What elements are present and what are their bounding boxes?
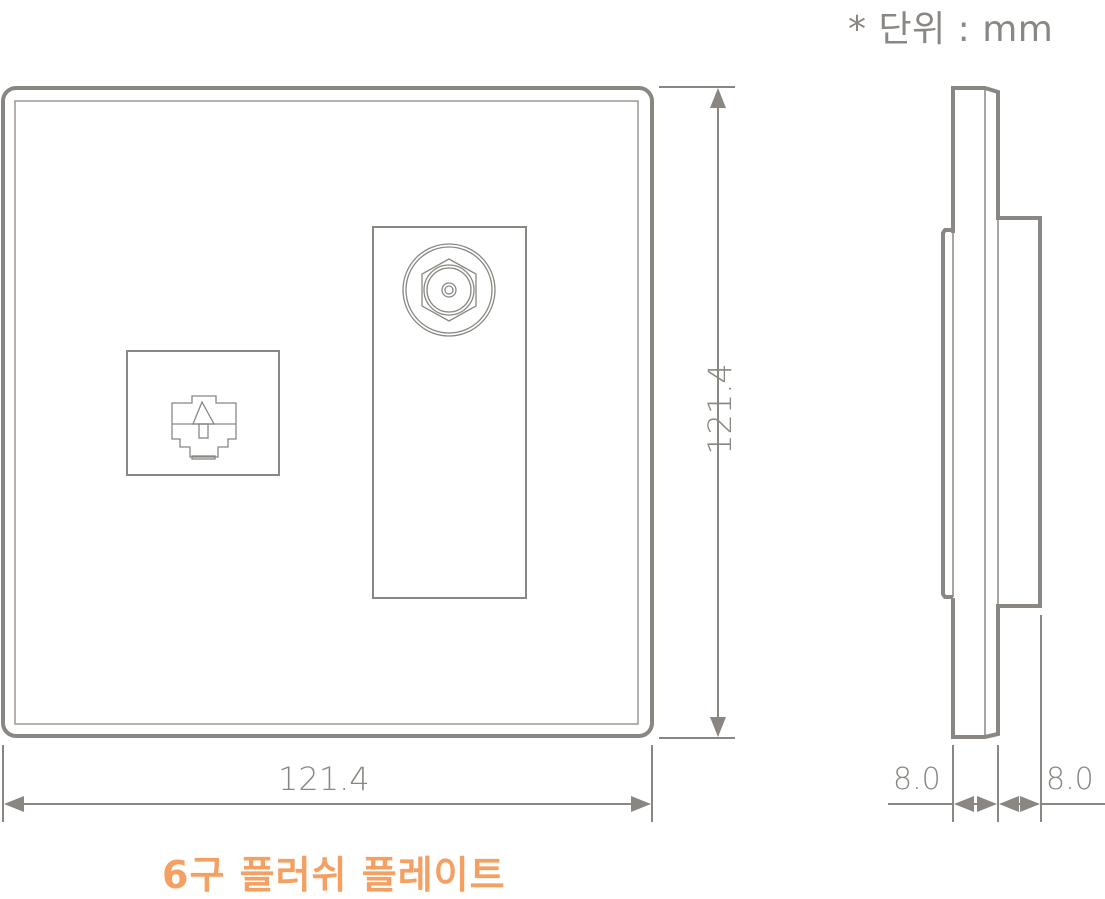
ethernet-port-icon — [171, 395, 237, 460]
plate-outer-frame — [1, 86, 654, 738]
coax-connector-icon — [402, 243, 496, 337]
unit-note: * 단위 : mm — [848, 9, 1054, 50]
width-dimension-label: 121.4 — [278, 760, 370, 798]
rj45-module — [126, 350, 280, 476]
side-profile — [941, 86, 1042, 739]
depth-front-label: 8.0 — [893, 762, 941, 797]
height-dimension-label: 121.4 — [701, 363, 739, 455]
depth-back-label: 8.0 — [1046, 762, 1094, 797]
height-dimension — [659, 86, 735, 739]
front-plate — [1, 86, 654, 738]
product-title: 6구 플러쉬 플레이트 — [162, 853, 506, 897]
plate-inner-border — [14, 100, 639, 725]
width-dimension — [2, 745, 653, 822]
coax-module — [372, 226, 527, 599]
depth-dimension — [888, 615, 1105, 822]
